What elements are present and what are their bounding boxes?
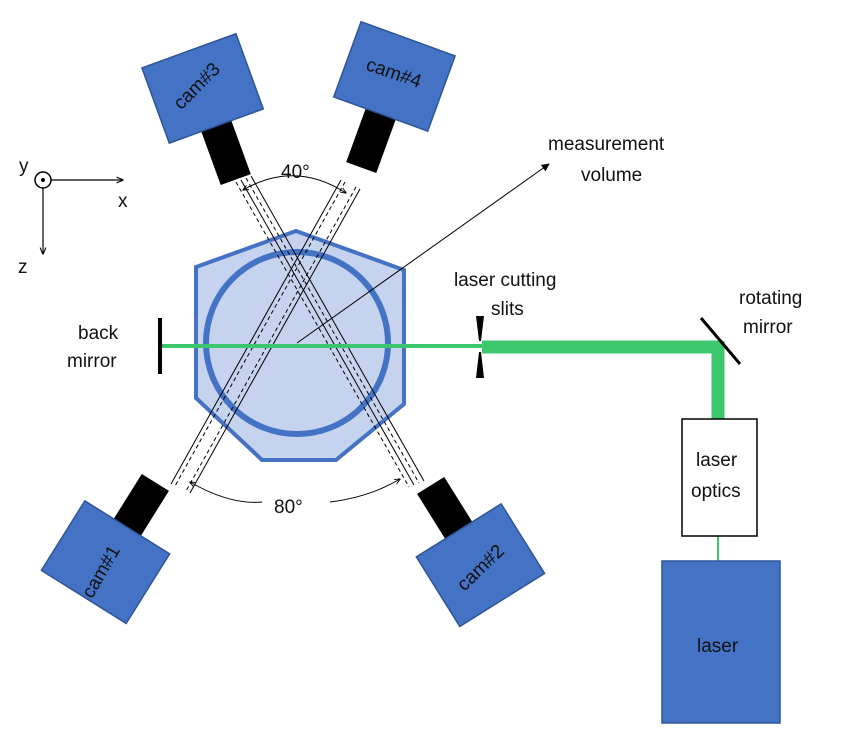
camera-2-body: [415, 502, 546, 628]
camera-3-lens: [200, 117, 251, 186]
laser-label: laser: [697, 636, 739, 657]
angle-80-label: 80°: [274, 497, 303, 518]
x-axis-label: x: [118, 191, 128, 212]
camera-2-lens: [417, 476, 475, 544]
coordinate-system: y x z: [18, 156, 128, 278]
back-mirror-label-line1: back: [78, 323, 119, 344]
laser-optics-box: [681, 418, 758, 537]
laser-cutting-slits: [476, 316, 484, 378]
measurement-volume-label-line2: volume: [581, 165, 642, 186]
y-axis-dot: [41, 178, 45, 182]
measurement-volume-pointer: [296, 163, 550, 344]
cylindrical-vessel: [203, 249, 391, 437]
laser-unit: [661, 560, 781, 724]
camera-view-lines: [170, 175, 425, 494]
laser-optics-label-line1: laser: [696, 450, 738, 471]
camera-3-body: [140, 32, 265, 145]
laser-slits-label-line1: laser cutting: [454, 270, 556, 291]
camera-4-body: [332, 20, 457, 133]
rotating-mirror-label-line1: rotating: [739, 288, 802, 309]
angle-arc-80: [190, 479, 400, 503]
z-axis-label: z: [18, 257, 28, 278]
camera-1-lens: [111, 473, 169, 541]
y-axis-label: y: [19, 156, 29, 177]
camera-4-lens: [346, 105, 397, 174]
laser-beam-path: [160, 340, 725, 561]
measurement-volume-label-line1: measurement: [548, 134, 665, 155]
rotating-mirror: [699, 317, 742, 365]
camera-2: cam#2: [415, 476, 546, 628]
laser-slits-label-line2: slits: [491, 299, 524, 320]
angle-arc-40: [243, 175, 346, 193]
angle-40-label: 40°: [281, 162, 310, 183]
camera-4: cam#4: [332, 20, 457, 174]
camera-1-body: [40, 499, 171, 625]
back-mirror-label-line2: mirror: [67, 351, 117, 372]
camera-3: cam#3: [140, 32, 265, 186]
laser-optics-label-line2: optics: [691, 481, 741, 502]
rotating-mirror-label-line2: mirror: [743, 317, 793, 338]
camera-1: cam#1: [40, 473, 171, 625]
